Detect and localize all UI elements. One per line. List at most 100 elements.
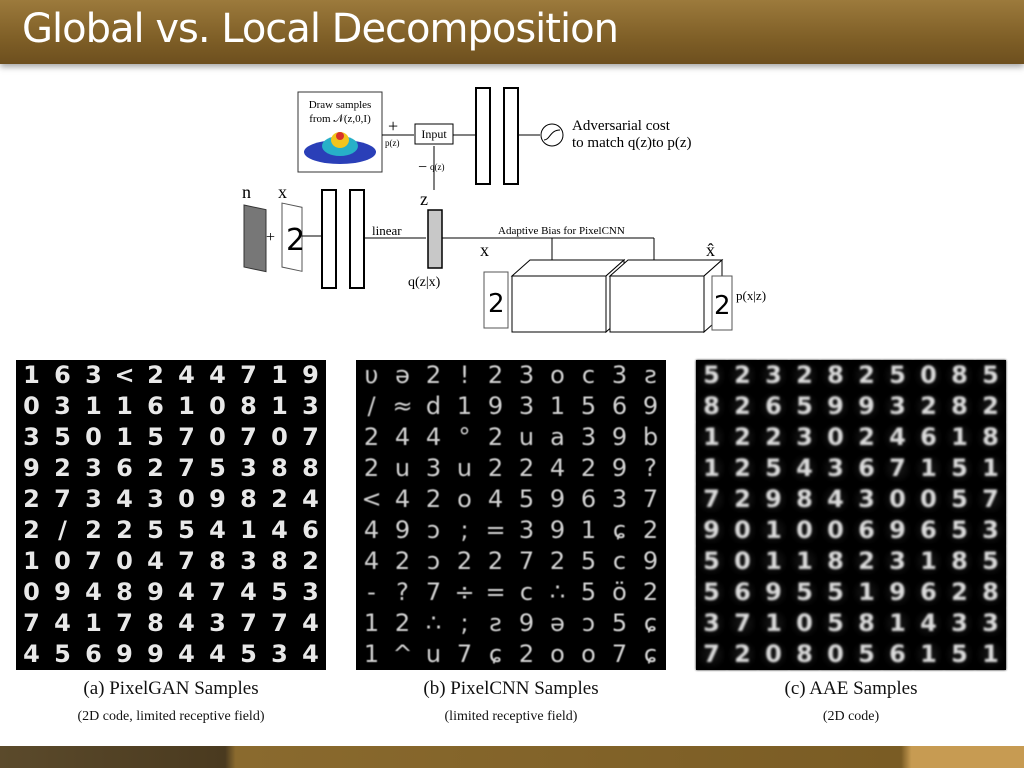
sample-digit: 9 <box>820 391 851 422</box>
sample-digit: 5 <box>696 546 727 577</box>
sample-digit: 0 <box>271 423 288 451</box>
sample-digit: 1 <box>23 547 40 575</box>
sample-digit: 2 <box>271 485 288 513</box>
sample-digit: 1 <box>23 361 40 389</box>
sample-digit: 8 <box>302 454 319 482</box>
input-box <box>414 123 454 145</box>
sample-digit: ; <box>460 516 469 544</box>
q-z-label: q(z) <box>430 162 445 172</box>
sigmoid-node <box>540 123 564 147</box>
sample-digit: 2 <box>727 453 758 484</box>
sample-digit: 8 <box>240 392 257 420</box>
sample-digit: 2 <box>518 454 535 482</box>
sample-digit: 7 <box>696 484 727 515</box>
sample-digit: 9 <box>147 640 164 668</box>
sample-digit: 1 <box>178 392 195 420</box>
sample-digit: ↄ <box>426 547 441 575</box>
caption-pixelcnn: (b) PixelCNN Samples <box>423 678 599 699</box>
sample-digit: 0 <box>54 547 71 575</box>
sample-digit: 2 <box>518 640 535 668</box>
sample-digit: 6 <box>611 392 628 420</box>
sample-digit: 3 <box>85 454 102 482</box>
sample-digit: 2 <box>727 391 758 422</box>
sample-digit: 1 <box>758 546 789 577</box>
sample-digit: 0 <box>820 515 851 546</box>
sample-digit: 3 <box>302 578 319 606</box>
sample-digit: 0 <box>758 639 789 670</box>
sample-digit: 7 <box>518 547 535 575</box>
sample-digit: 8 <box>147 609 164 637</box>
sample-digit: 6 <box>302 516 319 544</box>
sample-digit: 2 <box>727 360 758 391</box>
sample-digit: 4 <box>116 485 133 513</box>
sample-digit: 5 <box>580 578 597 606</box>
sample-digit: 4 <box>302 640 319 668</box>
sample-digit: 8 <box>696 391 727 422</box>
sample-digit: 0 <box>913 360 944 391</box>
sample-digit: 5 <box>178 516 195 544</box>
sample-digit: 2 <box>851 360 882 391</box>
sample-digit: 0 <box>209 423 226 451</box>
sample-digit: 6 <box>85 640 102 668</box>
sample-digit: 5 <box>54 640 71 668</box>
sample-digit: 6 <box>727 577 758 608</box>
sample-digit: < <box>361 485 382 513</box>
sample-digit: 2 <box>851 546 882 577</box>
sample-digit: 2 <box>394 547 411 575</box>
sample-digit: 2 <box>549 547 566 575</box>
input-label: Input <box>421 127 447 141</box>
sample-digit: 8 <box>271 454 288 482</box>
digit-image <box>281 202 303 272</box>
p-z-label: p(z) <box>385 138 400 148</box>
sample-digit: ≈ <box>392 392 413 420</box>
sample-digit: 2 <box>851 422 882 453</box>
sample-digit: 0 <box>727 546 758 577</box>
noise-image <box>243 204 267 273</box>
sample-digit: 2 <box>363 454 380 482</box>
bottom-bar <box>0 746 1024 768</box>
sample-digit: υ <box>364 361 379 389</box>
sample-digit: 3 <box>302 392 319 420</box>
sample-digit: 3 <box>975 608 1006 639</box>
sample-digit: 7 <box>209 578 226 606</box>
sample-digit: 5 <box>271 578 288 606</box>
sample-digit: 5 <box>611 609 628 637</box>
sample-digit: 2 <box>23 516 40 544</box>
encoder-layer-1 <box>321 189 337 289</box>
sample-digit: 7 <box>642 485 659 513</box>
sample-digit: 2 <box>727 484 758 515</box>
sample-digit: 3 <box>240 547 257 575</box>
sample-digit: 9 <box>147 578 164 606</box>
sample-digit: 9 <box>302 361 319 389</box>
sample-digit: 7 <box>54 485 71 513</box>
sample-digit: 8 <box>975 422 1006 453</box>
sample-digit: 7 <box>23 609 40 637</box>
sample-digit: 7 <box>425 578 442 606</box>
sample-digit: 2 <box>487 454 504 482</box>
sample-digit: ∴ <box>425 609 442 637</box>
sample-digit: 2 <box>758 422 789 453</box>
sample-digit: 8 <box>820 360 851 391</box>
sample-digit: 1 <box>975 639 1006 670</box>
sample-digit: 5 <box>696 360 727 391</box>
sample-digit: ə <box>550 609 565 637</box>
sample-digit: 2 <box>727 639 758 670</box>
sample-digit: 3 <box>518 516 535 544</box>
z-code-box <box>427 209 443 269</box>
sample-digit: ; <box>460 609 469 637</box>
linear-label: linear <box>372 223 402 238</box>
sample-digit: u <box>518 423 535 451</box>
sample-digit: 0 <box>23 578 40 606</box>
sample-digit: 9 <box>54 578 71 606</box>
sample-digit: 2 <box>363 423 380 451</box>
sample-digit: 5 <box>209 454 226 482</box>
sample-digit: 2 <box>944 577 975 608</box>
sample-digit: 6 <box>913 577 944 608</box>
sample-digit: 5 <box>789 577 820 608</box>
sample-digit: 2 <box>116 516 133 544</box>
pixelcnn-block-1-top <box>510 259 626 277</box>
adversarial-text-2: to match q(z)to p(z) <box>572 135 692 151</box>
sample-digit: 7 <box>178 423 195 451</box>
sample-digit: 7 <box>882 453 913 484</box>
